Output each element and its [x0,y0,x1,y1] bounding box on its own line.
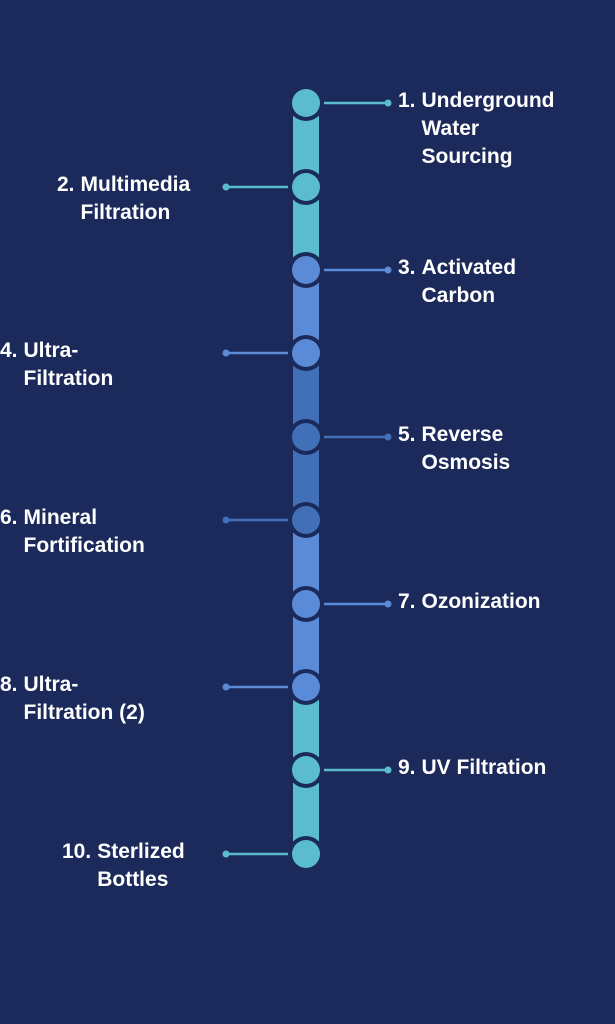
step-label-line: Filtration [23,367,114,390]
step-node [292,89,320,117]
connector-dot [384,433,392,441]
step-label-line: Underground [421,89,555,112]
step-label-line: Bottles [97,868,169,891]
connector-dot [222,850,230,858]
connector-dot [384,266,392,274]
step-number: 10. [62,840,92,863]
step-label: 7.Ozonization [398,588,541,616]
step-label-line: Ozonization [421,590,541,613]
step-label-line: Activated [421,256,517,279]
step-number: 4. [0,339,18,362]
connector-dot [222,183,230,191]
step-node [292,590,320,618]
step-label-line: Sourcing [421,145,513,168]
step-number: 6. [0,506,18,529]
step-label-line: Osmosis [421,451,511,474]
connector-dot [384,99,392,107]
step-label-line: Filtration [80,201,171,224]
connector-dot [222,516,230,524]
step-label: 9.UV Filtration [398,754,546,782]
connector-dot [384,600,392,608]
step-number: 2. [57,173,75,196]
step-label-line: Fortification [23,534,145,557]
step-number: 1. [398,89,416,112]
step-node [292,256,320,284]
step-label-line: Water [421,117,480,140]
step-label: 4.Ultra- Filtration [0,337,113,393]
step-number: 3. [398,256,416,279]
step-node [292,423,320,451]
step-label-line: Filtration (2) [23,701,145,724]
step-number: 9. [398,756,416,779]
step-label-line: Mineral [23,506,98,529]
step-label-line: Multimedia [80,173,191,196]
step-node [292,506,320,534]
step-node [292,173,320,201]
step-node [292,840,320,868]
step-label-line: UV Filtration [421,756,547,779]
step-label-line: Ultra- [23,339,79,362]
step-label-line: Reverse [421,423,504,446]
step-node [292,673,320,701]
step-node [292,339,320,367]
step-node [292,756,320,784]
step-number: 5. [398,423,416,446]
step-label: 8.Ultra- Filtration (2) [0,671,145,727]
connector-dot [222,349,230,357]
connector-dot [222,683,230,691]
step-number: 8. [0,673,18,696]
step-label-line: Carbon [421,284,496,307]
step-label-line: Sterlized [97,840,185,863]
step-label-line: Ultra- [23,673,79,696]
step-number: 7. [398,590,416,613]
connector-dot [384,766,392,774]
